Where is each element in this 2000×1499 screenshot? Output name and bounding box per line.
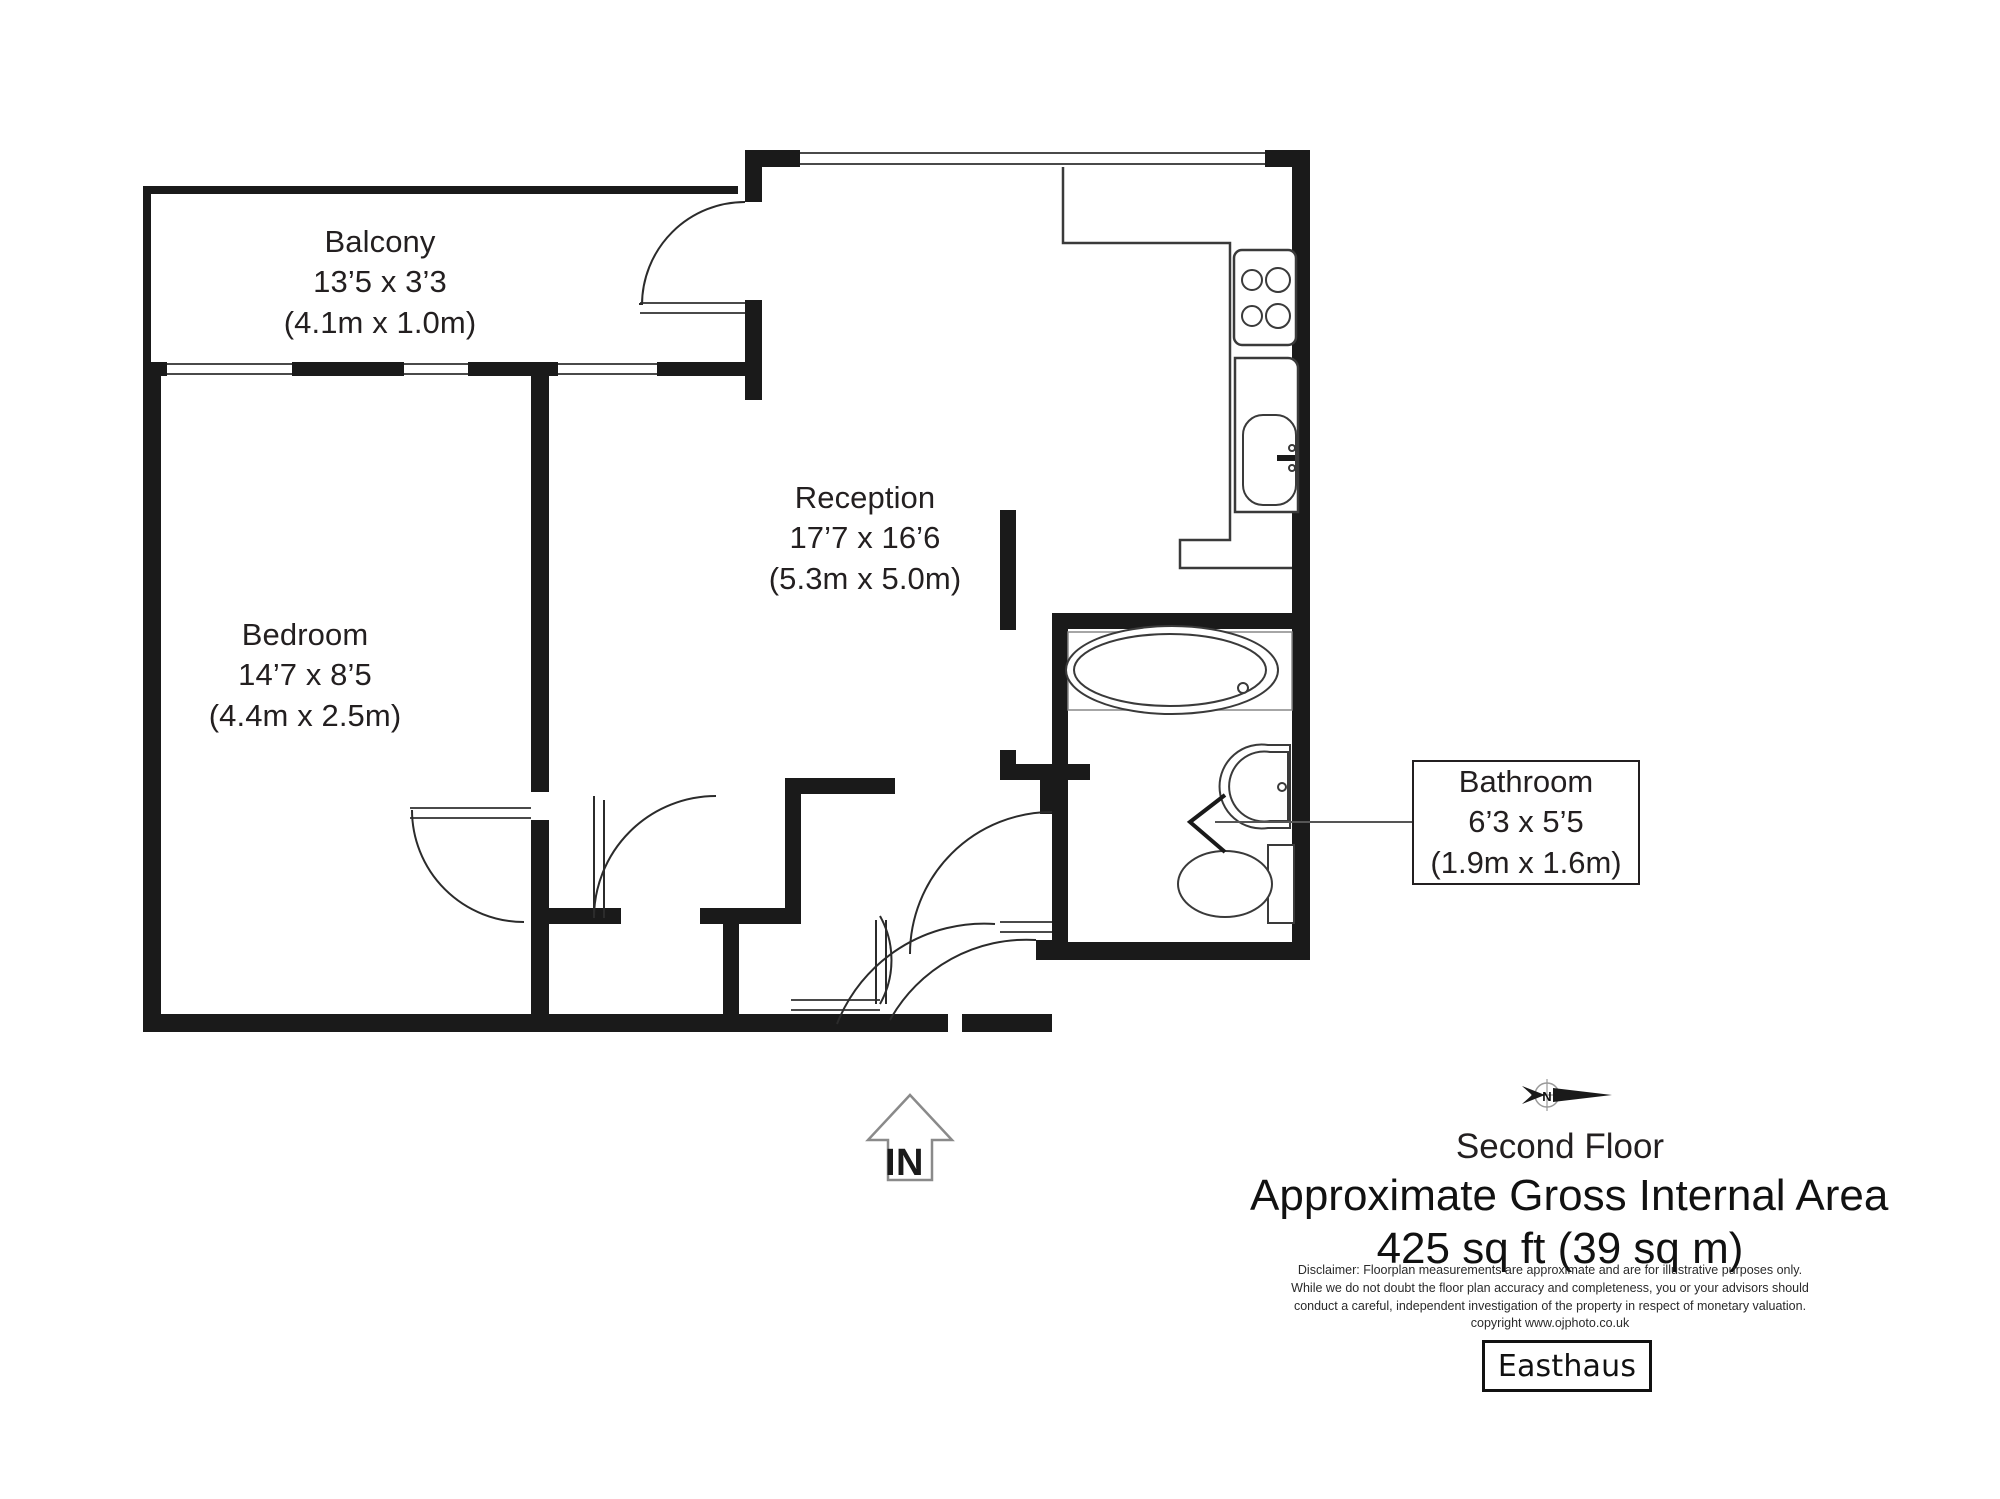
window-bedroom-c [558, 363, 657, 375]
wall-reception-vert-r [1040, 764, 1056, 814]
wall-right-exterior [1292, 150, 1310, 960]
toilet-icon [1177, 844, 1295, 924]
windows-group [167, 152, 1265, 1011]
wall-bottom-mid [533, 1014, 750, 1032]
disclaimer-line-1: Disclaimer: Floorplan measurements are a… [1297, 1263, 1803, 1277]
room-dims-imperial-bathroom: 6’3 x 5’5 [1468, 804, 1584, 840]
plan-summary: Second Floor Approximate Gross Internal … [1250, 1125, 1889, 1276]
balcony-walls [143, 186, 738, 366]
wall-bedroom-top-4 [657, 362, 757, 376]
bathroom-callout-leader [1186, 793, 1412, 854]
disclaimer-text: Disclaimer: Floorplan measurements are a… [1290, 1262, 1810, 1333]
door-balcony [641, 201, 746, 306]
wall-bedroom-top [143, 362, 167, 376]
room-label-bedroom: Bedroom 14’7 x 8’5 (4.4m x 2.5m) [145, 615, 465, 736]
hob-icon [1232, 248, 1298, 347]
wall-entry-right [1036, 940, 1052, 960]
floor-name: Second Floor [1455, 1127, 1665, 1166]
wall-reception-left-upper2 [745, 300, 762, 400]
wall-bathroom-top [1052, 613, 1310, 629]
wall-bathroom-bottom [1052, 942, 1310, 960]
door-entrance-arc2 [889, 938, 1037, 1021]
room-dims-metric-balcony: (4.1m x 1.0m) [283, 304, 477, 340]
wall-hall-top-b [700, 908, 790, 924]
walls-group [143, 150, 1310, 1032]
room-dims-imperial-bedroom: 14’7 x 8’5 [238, 657, 372, 693]
wall-kitchen-partition [1000, 510, 1016, 630]
door-bedroom [411, 809, 525, 923]
disclaimer-line-3: conduct a careful, independent investiga… [1293, 1298, 1807, 1313]
bathroom-group [1065, 625, 1295, 924]
room-name-bedroom: Bedroom [241, 617, 369, 652]
disclaimer-line-2: While we do not doubt the floor plan acc… [1291, 1280, 1809, 1295]
area-heading: Approximate Gross Internal Area [1250, 1170, 1889, 1220]
svg-text:N: N [1542, 1089, 1551, 1104]
wall-hall-vertical-b [785, 778, 801, 924]
wall-reception-stub-r2 [1000, 750, 1016, 780]
compass-north-icon: N [1522, 1079, 1612, 1111]
wall-bathroom-left [1052, 628, 1068, 960]
window-bedroom-a [167, 363, 292, 375]
wall-bottom-mid2 [748, 1014, 948, 1032]
kitchen-counter-outline [1061, 167, 1292, 570]
door-hall-1 [593, 795, 717, 919]
window-balcony-door-leaf [640, 302, 745, 314]
door-entrance [836, 922, 996, 1025]
room-label-reception: Reception 17’7 x 16’6 (5.3m x 5.0m) [700, 478, 1030, 599]
wash-basin-icon [1218, 743, 1291, 830]
entry-label: IN [885, 1142, 924, 1184]
wall-bottom-left [143, 1014, 551, 1032]
room-name-reception: Reception [794, 480, 936, 515]
brand-logo: Easthaus [1482, 1340, 1652, 1392]
room-dims-metric-reception: (5.3m x 5.0m) [768, 560, 962, 596]
room-dims-metric-bathroom: (1.9m x 1.6m) [1430, 844, 1622, 880]
wall-hall-vertical [723, 908, 739, 1032]
door-bathroom [909, 811, 1053, 955]
window-cupboard-leaf [791, 999, 880, 1011]
door-swings-group [411, 201, 1053, 1025]
door-cupboard [879, 915, 893, 1005]
window-bedroom-door-leaf [410, 807, 531, 819]
wall-reception-left-upper [745, 150, 762, 202]
room-label-bathroom: Bathroom 6’3 x 5’5 (1.9m x 1.6m) [1412, 760, 1640, 885]
room-dims-imperial-reception: 17’7 x 16’6 [789, 520, 941, 556]
wall-hall-top-a [531, 908, 621, 924]
bathtub-icon [1065, 625, 1279, 715]
room-name-balcony: Balcony [324, 224, 436, 259]
window-bathroom-leaf [1000, 921, 1052, 933]
area-value: 425 sq ft (39 sq m) [1376, 1224, 1744, 1274]
wall-hall-top-c [785, 778, 895, 794]
disclaimer-copyright: copyright www.ojphoto.co.uk [1470, 1316, 1630, 1331]
room-label-balcony: Balcony 13’5 x 3’3 (4.1m x 1.0m) [220, 222, 540, 343]
room-dims-metric-bedroom: (4.4m x 2.5m) [208, 697, 402, 733]
brand-name: Easthaus [1497, 1348, 1637, 1384]
sink-icon [1233, 356, 1300, 514]
wall-bottom-right [962, 1014, 1052, 1032]
room-name-bathroom: Bathroom [1458, 764, 1594, 800]
wall-bedroom-right-lower [531, 820, 549, 1032]
kitchen-group [1061, 167, 1300, 570]
entry-arrow-icon [865, 1093, 955, 1182]
wall-top-right-stub [1265, 150, 1310, 167]
wall-bedroom-right [531, 362, 549, 792]
room-dims-imperial-balcony: 13’5 x 3’3 [313, 264, 447, 300]
window-reception-top [800, 152, 1265, 165]
wall-left-exterior [143, 362, 161, 1032]
wall-bedroom-top-2 [292, 362, 404, 376]
window-bedroom-b [404, 363, 468, 375]
